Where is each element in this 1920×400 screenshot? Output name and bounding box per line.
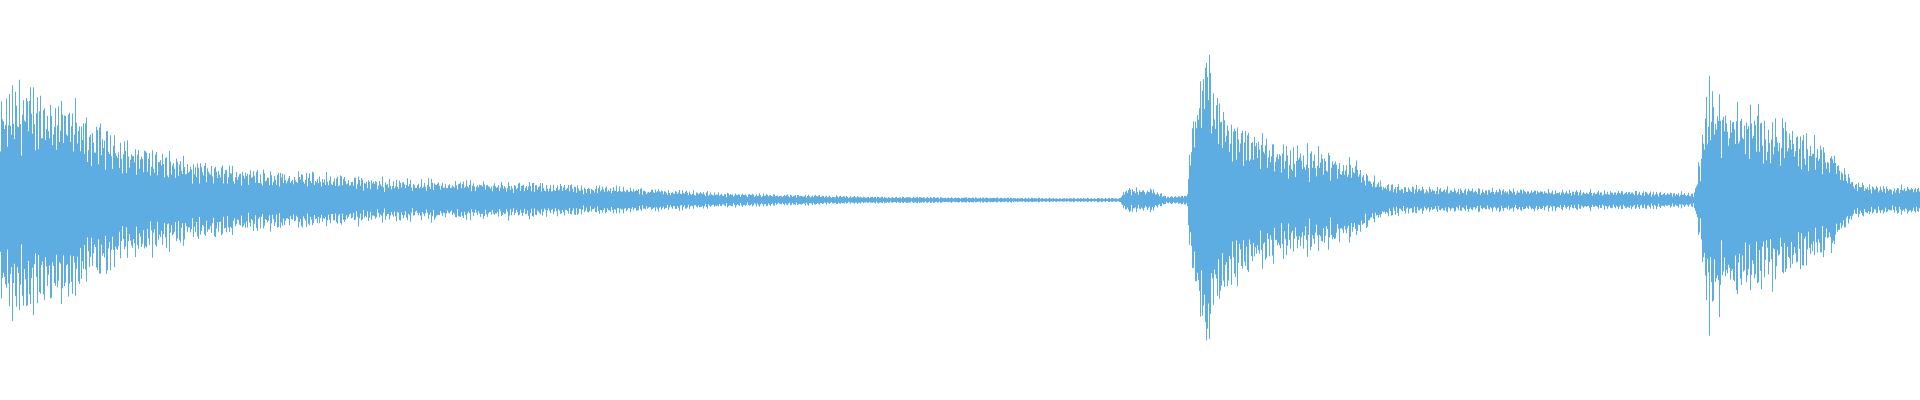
waveform-samples	[0, 54, 1920, 341]
waveform-path	[0, 54, 1920, 341]
